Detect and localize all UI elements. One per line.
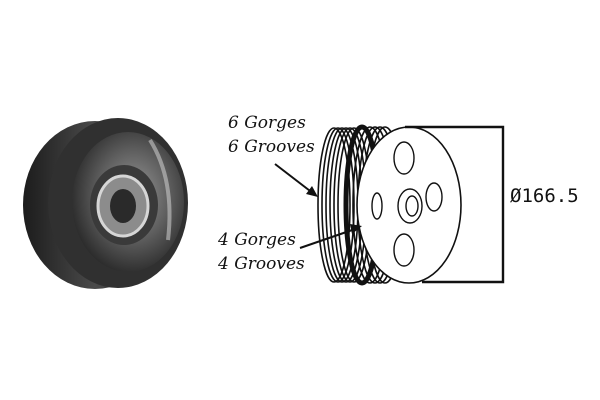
- arrowhead-six-grooves: [306, 186, 318, 197]
- leader-four-grooves: [299, 227, 359, 249]
- arrowhead-four-grooves: [350, 224, 362, 234]
- pulley-photo-highlight: [148, 138, 172, 241]
- hole-right: [425, 182, 443, 212]
- hole-top: [393, 141, 415, 175]
- label-four-gorges: 4 Gorges: [218, 230, 296, 250]
- dimension-bracket: [405, 125, 505, 284]
- label-six-gorges: 6 Gorges: [228, 113, 306, 133]
- leader-six-grooves: [274, 163, 315, 195]
- hub-outer: [397, 188, 423, 224]
- pulley-photo-hub-bore: [110, 189, 136, 223]
- pulley-photo: [23, 118, 188, 289]
- label-six-grooves: 6 Grooves: [228, 137, 315, 157]
- hole-left: [371, 192, 383, 220]
- pulley-drawing: [274, 124, 505, 286]
- hub-bore: [405, 195, 419, 217]
- label-four-grooves: 4 Grooves: [218, 254, 305, 274]
- diameter-dimension: Ø166.5: [510, 185, 579, 207]
- hole-bottom: [393, 233, 415, 267]
